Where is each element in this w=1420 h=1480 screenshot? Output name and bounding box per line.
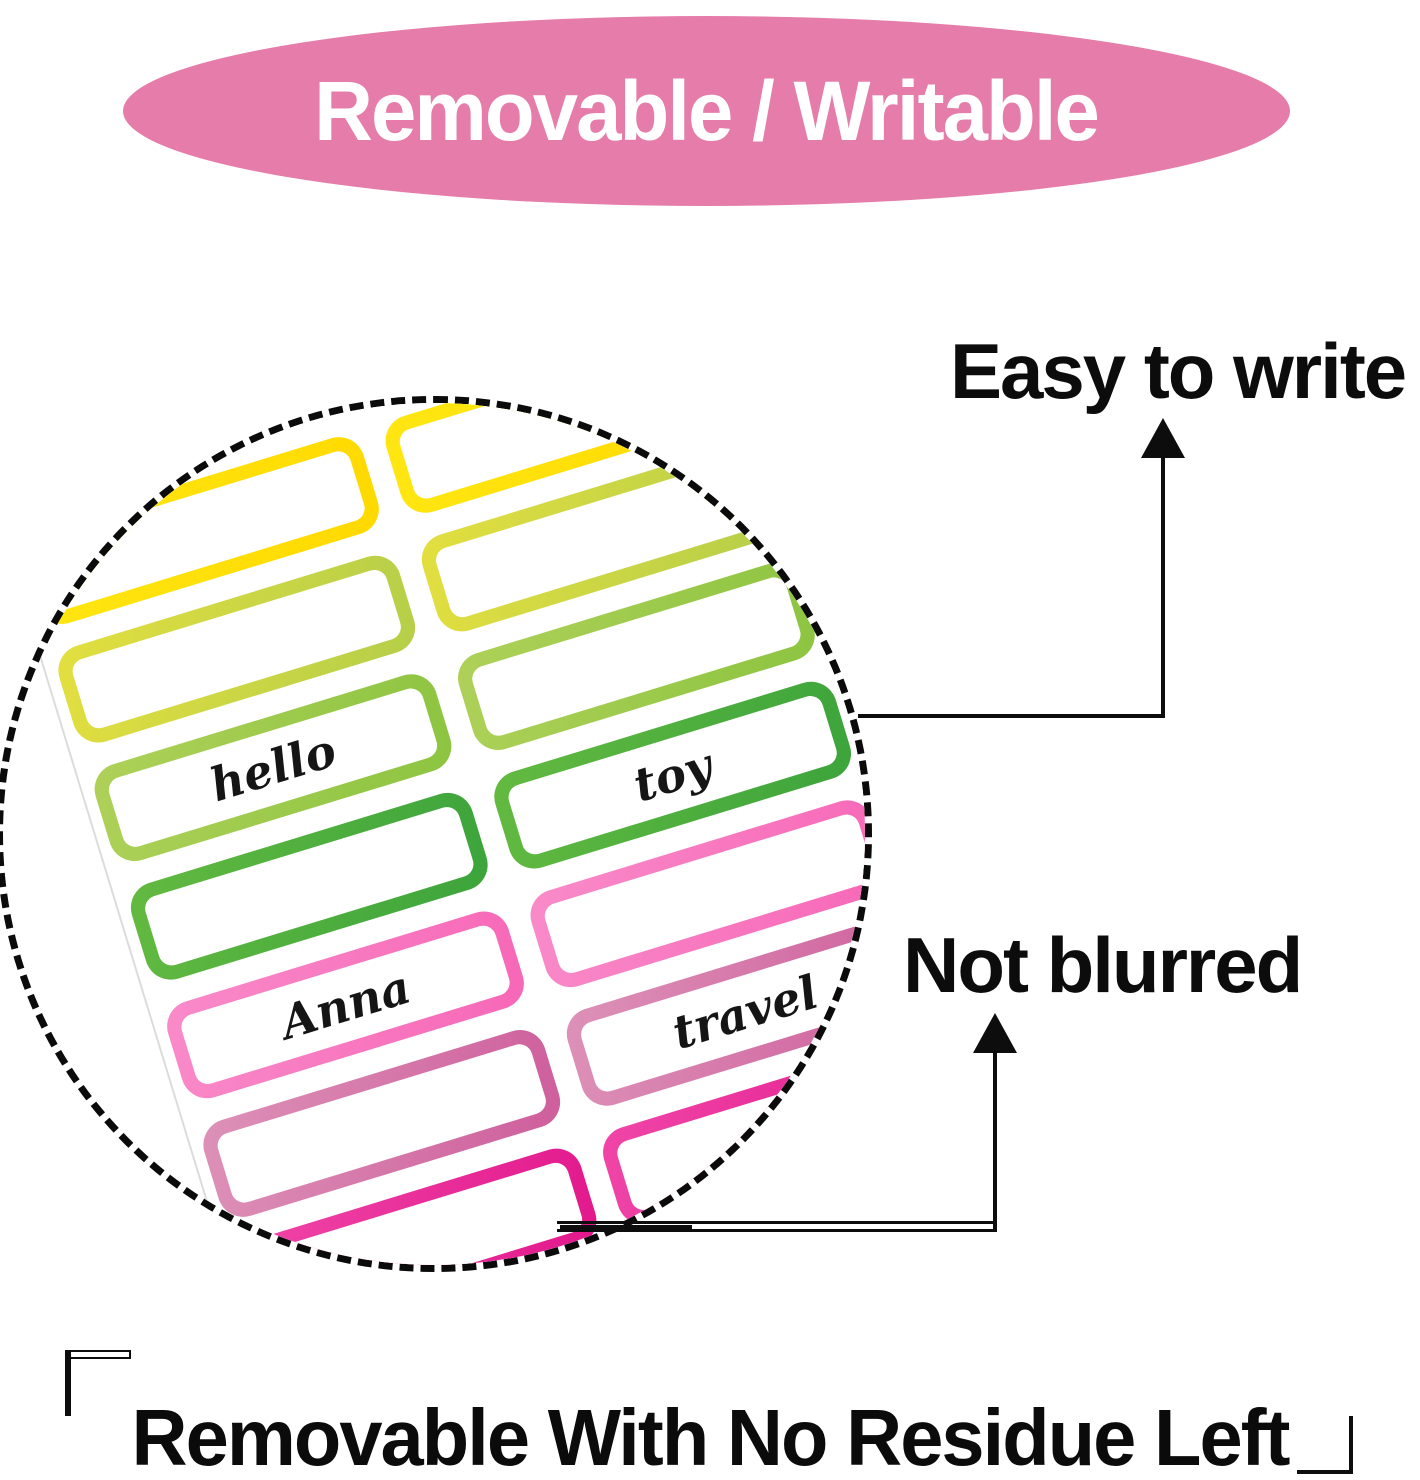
- sticker-sheet: hello toy Anna travel: [3, 403, 865, 1265]
- easy-connector-vertical-line: [1161, 456, 1165, 718]
- footer-bracket-right-horizontal: [1297, 1470, 1353, 1474]
- footer-bracket-left-band: [67, 1350, 131, 1359]
- not-blurred-connector-mid-line: [560, 1225, 692, 1229]
- handwritten-text-hello: hello: [203, 723, 343, 813]
- arrow-up-icon: [1141, 418, 1185, 458]
- badge-label: Removable / Writable: [314, 63, 1101, 158]
- easy-connector-horizontal-line: [858, 714, 1165, 718]
- easy-to-write-label: Easy to write: [950, 327, 1407, 415]
- magnifier-circle: hello toy Anna travel: [0, 396, 872, 1272]
- arrow-up-icon: [973, 1013, 1017, 1053]
- footer-bracket-left-vertical: [65, 1350, 71, 1416]
- handwritten-text-travel: travel: [666, 964, 825, 1060]
- not-blurred-connector-vertical-line: [993, 1053, 997, 1229]
- not-blurred-label: Not blurred: [903, 921, 1303, 1009]
- not-blurred-connector-band: [557, 1221, 997, 1232]
- footer-bracket-right-vertical: [1349, 1416, 1353, 1474]
- badge-oval: Removable / Writable: [123, 16, 1290, 206]
- footer-claim-label: Removable With No Residue Left: [131, 1393, 1291, 1480]
- handwritten-text-toy: toy: [627, 737, 719, 813]
- handwritten-text-anna: Anna: [274, 959, 417, 1051]
